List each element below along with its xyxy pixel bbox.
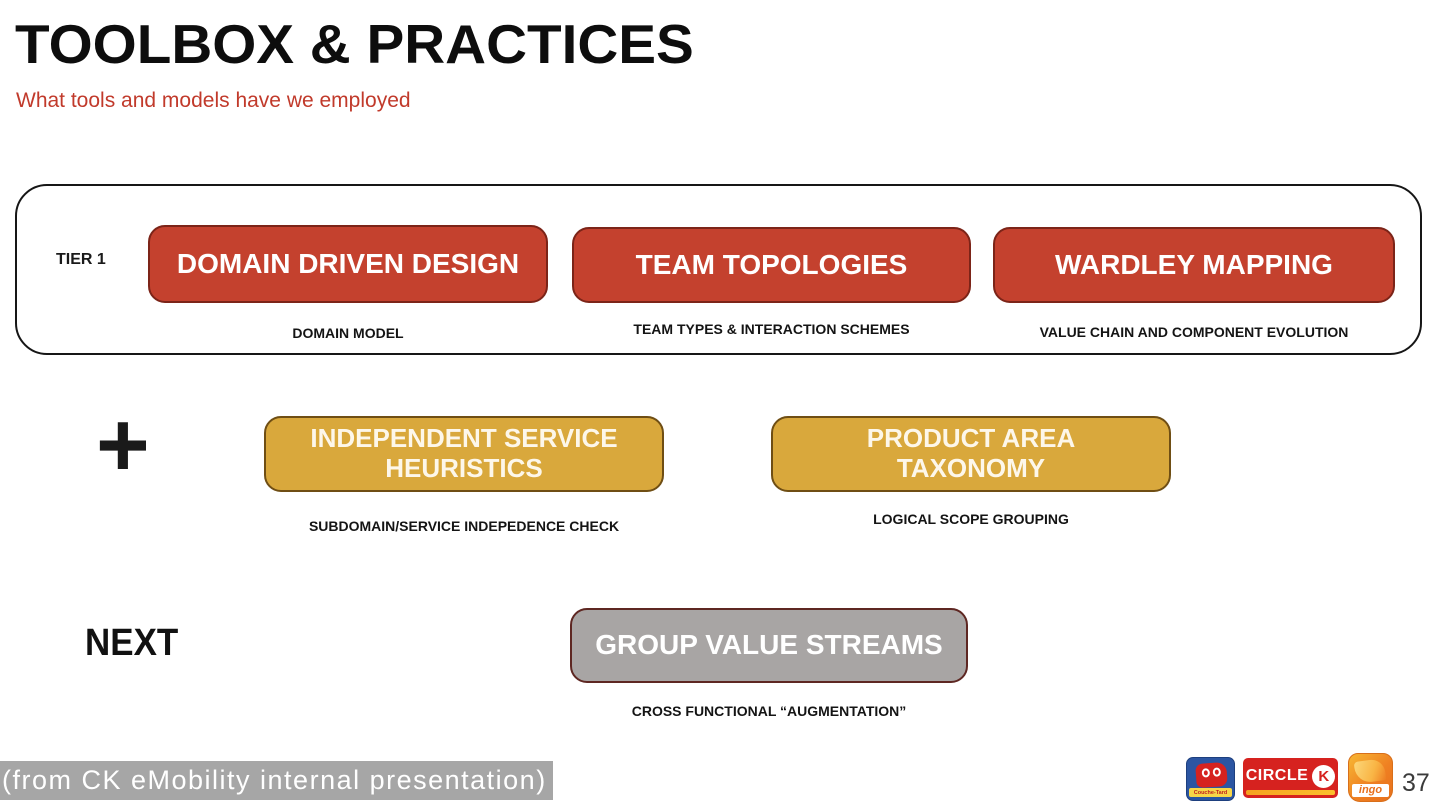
ingo-swoosh (1353, 758, 1387, 784)
tool-caption-cross-functional: CROSS FUNCTIONAL “AUGMENTATION” (631, 703, 907, 719)
tool-box-team-topologies: TEAM TOPOLOGIES (572, 227, 971, 303)
circle-k-orange-strip (1246, 790, 1335, 795)
circle-k-letter: K (1318, 767, 1330, 785)
tool-label: INDEPENDENT SERVICE HEURISTICS (310, 423, 618, 483)
circle-k-wordmark: CIRCLE (1245, 767, 1309, 784)
next-label: NEXT (85, 622, 179, 664)
tool-label: DOMAIN DRIVEN DESIGN (176, 247, 520, 279)
tool-caption-value-chain: VALUE CHAIN AND COMPONENT EVOLUTION (1039, 324, 1349, 340)
tool-box-product-area-taxonomy: PRODUCT AREA TAXONOMY (771, 416, 1171, 492)
tier1-label: TIER 1 (56, 251, 106, 268)
owl-eye-right (1212, 767, 1222, 777)
couche-tard-owl-icon (1195, 761, 1228, 789)
ingo-label: ingo (1358, 784, 1383, 796)
tool-box-group-value-streams: GROUP VALUE STREAMS (570, 608, 968, 683)
circle-k-logo-icon: CIRCLE K (1243, 758, 1338, 798)
ingo-logo-icon: ingo (1348, 753, 1393, 802)
tool-box-domain-driven-design: DOMAIN DRIVEN DESIGN (148, 225, 548, 303)
tool-box-independent-service-heuristics: INDEPENDENT SERVICE HEURISTICS (264, 416, 664, 492)
couche-tard-label: Couche-Tard (1193, 789, 1228, 796)
couche-tard-wordmark: Couche-Tard (1189, 788, 1232, 797)
ingo-wordmark: ingo (1352, 784, 1389, 797)
page-number: 37 (1402, 769, 1430, 797)
tool-caption-team-types: TEAM TYPES & INTERACTION SCHEMES (633, 321, 910, 337)
plus-sign: + (96, 394, 150, 496)
tool-label: GROUP VALUE STREAMS (595, 629, 943, 661)
tool-label: PRODUCT AREA TAXONOMY (866, 423, 1076, 483)
tool-caption-subdomain-check: SUBDOMAIN/SERVICE INDEPEDENCE CHECK (308, 518, 620, 534)
couche-tard-logo-icon: Couche-Tard (1186, 757, 1235, 801)
tool-box-wardley-mapping: WARDLEY MAPPING (993, 227, 1395, 303)
source-note: (from CK eMobility internal presentation… (0, 761, 553, 800)
tool-caption-logical-scope: LOGICAL SCOPE GROUPING (873, 511, 1069, 527)
page-subtitle: What tools and models have we employed (16, 89, 411, 112)
tool-label: WARDLEY MAPPING (1055, 248, 1333, 280)
tool-caption-domain-model: DOMAIN MODEL (292, 325, 404, 341)
owl-eye-left (1201, 768, 1211, 778)
circle-k-disc: K (1312, 764, 1336, 788)
page-title: TOOLBOX & PRACTICES (15, 13, 694, 75)
tool-label: TEAM TOPOLOGIES (635, 248, 908, 280)
